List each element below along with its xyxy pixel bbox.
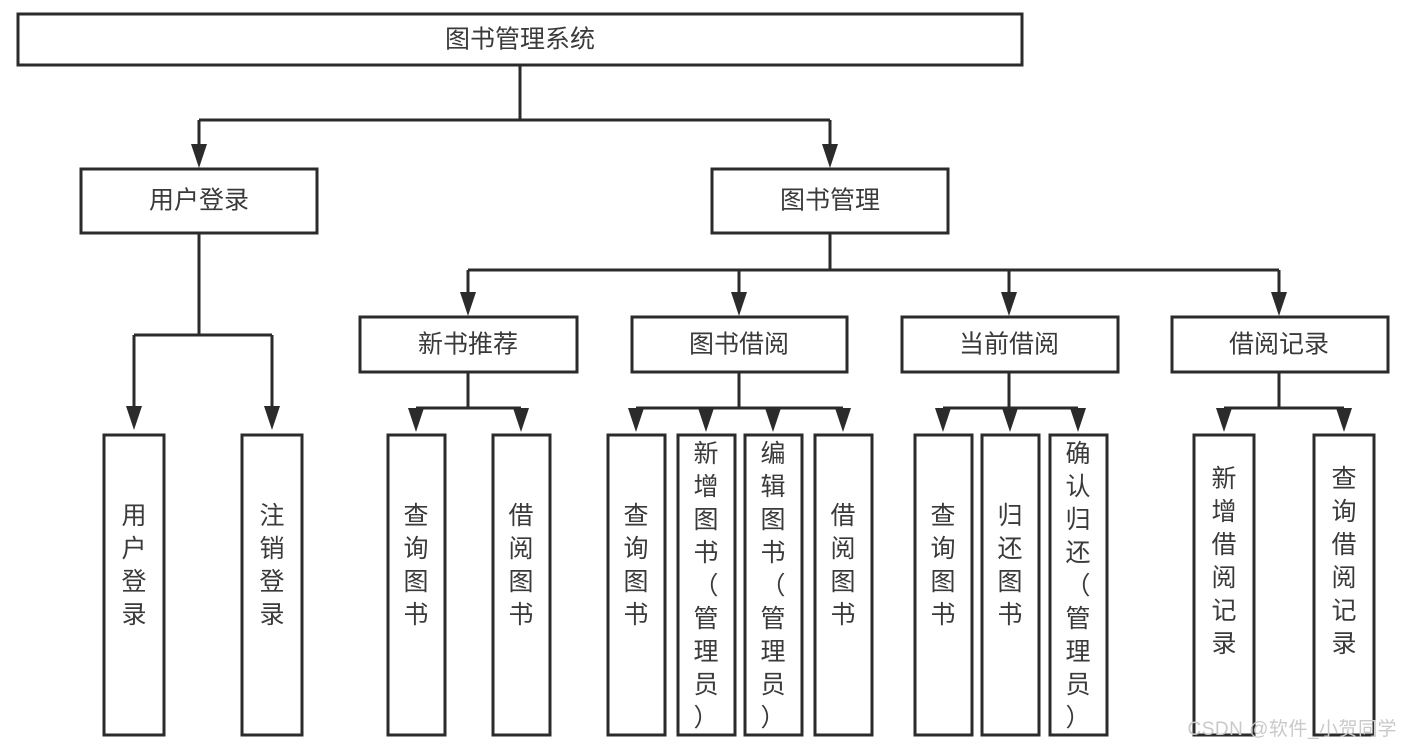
node-new-book-rec-label: 新书推荐 — [418, 331, 518, 359]
node-new-book-rec[interactable]: 新书推荐 — [358, 315, 579, 374]
node-leaf-borrow-book-1-box[interactable] — [491, 433, 552, 737]
node-leaf-query-book-3-label: 查询图书 — [930, 502, 955, 629]
node-book-manage-label: 图书管理 — [780, 187, 880, 215]
node-leaf-add-record[interactable]: 新增借阅记录 — [1192, 433, 1256, 737]
node-root[interactable]: 图书管理系统 — [16, 12, 1024, 67]
node-leaf-query-book-2-label: 查询图书 — [623, 502, 648, 629]
node-current-borrow[interactable]: 当前借阅 — [900, 315, 1120, 374]
node-new-book-rec-box[interactable] — [358, 315, 579, 374]
arrow-head-icon — [1002, 408, 1018, 432]
node-user-login[interactable]: 用户登录 — [79, 167, 319, 235]
arrow-head-icon — [1336, 408, 1352, 432]
node-leaf-borrow-book-1[interactable]: 借阅图书 — [491, 433, 552, 737]
connector-layer — [126, 65, 1352, 432]
node-book-manage-box[interactable] — [710, 167, 950, 235]
node-leaf-add-book-label: 新增图书（管理员） — [693, 440, 718, 732]
arrow-head-icon — [731, 292, 747, 316]
node-leaf-edit-book[interactable]: 编辑图书（管理员） — [743, 433, 804, 737]
node-leaf-query-record-box[interactable] — [1312, 433, 1376, 737]
node-borrow-record-box[interactable] — [1170, 315, 1390, 374]
node-leaf-edit-book-label: 编辑图书（管理员） — [760, 440, 785, 732]
node-leaf-query-book-1[interactable]: 查询图书 — [386, 433, 447, 737]
node-leaf-edit-book-box[interactable] — [743, 433, 804, 737]
node-leaf-confirm-return-box[interactable] — [1048, 433, 1109, 737]
node-leaf-query-book-2-box[interactable] — [606, 433, 667, 737]
arrow-head-icon — [460, 292, 476, 316]
node-book-manage[interactable]: 图书管理 — [710, 167, 950, 235]
node-root-box[interactable] — [16, 12, 1024, 67]
arrow-head-icon — [1001, 292, 1017, 316]
arrow-head-icon — [264, 406, 280, 430]
node-borrow-record[interactable]: 借阅记录 — [1170, 315, 1390, 374]
arrow-head-icon — [698, 408, 714, 432]
arrow-head-icon — [628, 408, 644, 432]
node-leaf-add-record-label: 新增借阅记录 — [1211, 465, 1236, 658]
node-leaf-return-book-label: 归还图书 — [997, 502, 1022, 629]
node-leaf-query-book-1-label: 查询图书 — [403, 502, 428, 629]
arrow-head-icon — [126, 406, 142, 430]
node-leaf-add-book[interactable]: 新增图书（管理员） — [676, 433, 737, 737]
node-leaf-query-book-1-box[interactable] — [386, 433, 447, 737]
arrow-head-icon — [191, 144, 207, 168]
node-current-borrow-label: 当前借阅 — [959, 331, 1059, 359]
node-leaf-confirm-return-label: 确认归还（管理员） — [1065, 440, 1090, 732]
node-leaf-borrow-book-2-label: 借阅图书 — [830, 502, 855, 629]
node-leaf-add-book-box[interactable] — [676, 433, 737, 737]
node-leaf-query-book-3[interactable]: 查询图书 — [913, 433, 974, 737]
arrow-head-icon — [1271, 292, 1287, 316]
node-leaf-user-logout[interactable]: 注销登录 — [240, 433, 304, 737]
arrow-head-icon — [513, 408, 529, 432]
node-book-borrow[interactable]: 图书借阅 — [630, 315, 849, 374]
arrow-head-icon — [1070, 408, 1086, 432]
node-book-borrow-label: 图书借阅 — [689, 331, 789, 359]
node-leaf-query-book-2[interactable]: 查询图书 — [606, 433, 667, 737]
node-leaf-borrow-book-2[interactable]: 借阅图书 — [813, 433, 874, 737]
node-user-login-box[interactable] — [79, 167, 319, 235]
node-leaf-borrow-book-2-box[interactable] — [813, 433, 874, 737]
node-leaf-add-record-box[interactable] — [1192, 433, 1256, 737]
node-user-login-label: 用户登录 — [149, 187, 249, 215]
node-current-borrow-box[interactable] — [900, 315, 1120, 374]
node-leaf-user-login-label: 用户登录 — [121, 502, 146, 629]
arrow-head-icon — [1216, 408, 1232, 432]
arrow-head-icon — [822, 144, 838, 168]
node-leaf-user-logout-box[interactable] — [240, 433, 304, 737]
node-borrow-record-label: 借阅记录 — [1229, 331, 1329, 359]
node-leaf-query-record[interactable]: 查询借阅记录 — [1312, 433, 1376, 737]
node-leaf-user-logout-label: 注销登录 — [259, 502, 284, 629]
node-book-borrow-box[interactable] — [630, 315, 849, 374]
node-leaf-return-book-box[interactable] — [980, 433, 1041, 737]
arrow-head-icon — [765, 408, 781, 432]
node-leaf-query-record-label: 查询借阅记录 — [1331, 465, 1356, 658]
arrow-head-icon — [408, 408, 424, 432]
node-leaf-confirm-return[interactable]: 确认归还（管理员） — [1048, 433, 1109, 737]
node-leaf-borrow-book-1-label: 借阅图书 — [508, 502, 533, 629]
node-root-label: 图书管理系统 — [445, 26, 595, 54]
node-leaf-return-book[interactable]: 归还图书 — [980, 433, 1041, 737]
node-leaf-query-book-3-box[interactable] — [913, 433, 974, 737]
arrow-head-icon — [835, 408, 851, 432]
arrow-head-icon — [935, 408, 951, 432]
node-leaf-user-login[interactable]: 用户登录 — [102, 433, 166, 737]
node-leaf-user-login-box[interactable] — [102, 433, 166, 737]
